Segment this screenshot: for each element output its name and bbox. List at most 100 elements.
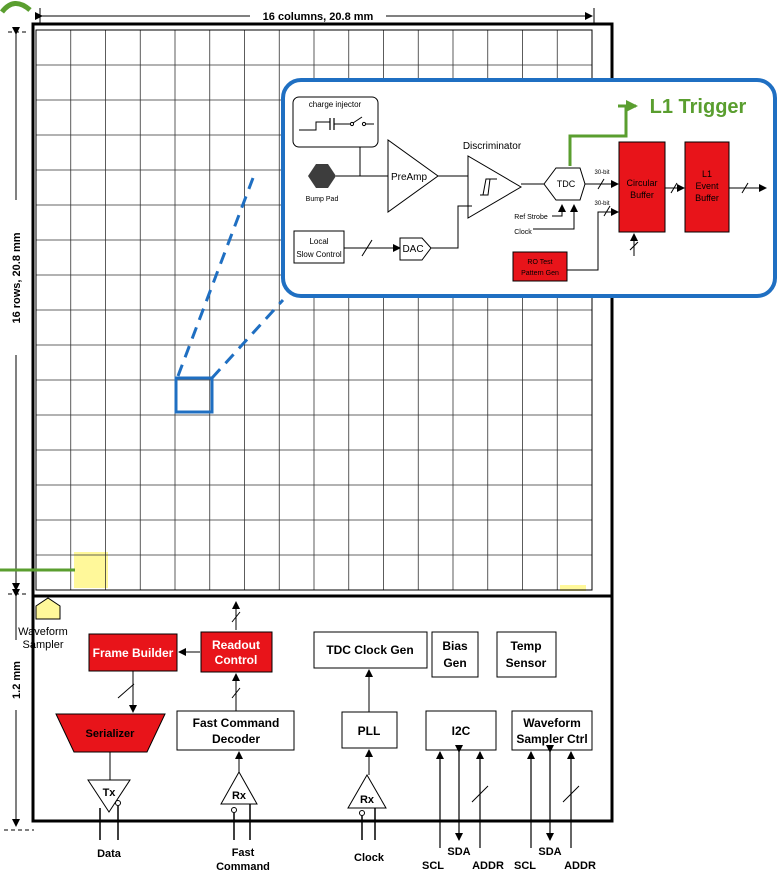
hysteresis-symbol [480,178,497,196]
tx-inverting-node [115,800,121,806]
preamp-label: PreAmp [391,172,428,183]
serializer-label: Serializer [86,728,136,740]
ref-strobe-wire [552,204,566,217]
scl1-io-label: SCL [422,860,444,872]
l1-event-buffer-box [684,141,730,233]
addr2-io-label: ADDR [564,860,596,872]
circular-buffer-label-2: Buffer [630,190,654,200]
highlight-pixel-yellow [74,552,108,588]
bus-slash [361,239,373,257]
switch-node-b [361,121,367,127]
periphery-height-label: 1.2 mm [11,661,23,699]
temp-sensor-label-2: Sensor [506,656,547,670]
tdc-clock-gen-label: TDC Clock Gen [326,643,413,657]
pixel-callout: charge injector Bump Pad PreAmp Discrimi… [281,78,777,298]
circular-buffer-box [618,141,666,233]
waveform-sampler-label-1: Waveform [18,626,68,638]
addr1-io-label: ADDR [472,860,504,872]
waveform-sampler-ctrl-box [511,710,593,751]
tdc-bus-slash [597,178,605,190]
bias-gen-label-1: Bias [442,639,468,653]
waveform-sampler-icon [35,597,61,620]
rx-fast-label: Rx [232,790,247,802]
test-bus-slash [603,205,611,217]
frame-serializer-slash [117,683,135,699]
clock-label: Clock [514,229,532,236]
bit30-b-label: 30-bit [594,201,609,207]
pll-label: PLL [358,724,381,738]
rows-label: 16 rows, 20.8 mm [11,232,23,323]
injector-switch [352,116,363,124]
bias-gen-box [431,631,479,678]
temp-sensor-box [496,631,557,678]
readout-control-label-1: Readout [212,638,260,652]
bit30-a-label: 30-bit [594,170,609,176]
wsc-addr-slash [562,785,580,803]
dac-shape [399,237,432,261]
local-slow-control-label-2: Slow Control [296,250,342,259]
switch-node-a [349,121,355,127]
tdc-label: TDC [557,179,576,189]
zoom-line-right [210,298,285,380]
tx-triangle [87,779,131,813]
charge-injector-box [292,96,379,148]
bump-pad-icon [308,164,336,188]
frame-builder-box [88,633,178,672]
bump-pad-label: Bump Pad [306,196,339,203]
ro-test-pattern-label-2: Pattern Gen [521,270,559,277]
selected-pixel [174,376,214,414]
discriminator-triangle [467,155,522,219]
fast-command-decoder-box [176,710,295,751]
columns-label: 16 columns, 20.8 mm [263,11,374,23]
sda1-io-label: SDA [447,846,470,858]
frame-builder-label: Frame Builder [93,646,174,660]
bias-gen-label-2: Gen [443,656,466,670]
fast-command-decoder-label-1: Fast Command [193,716,280,730]
dac-to-disc-wire [431,205,472,249]
serializer-shape [55,713,166,753]
l1-event-buffer-label-3: Buffer [695,193,719,203]
discriminator-label: Discriminator [463,141,522,152]
rx-clock-label: Rx [360,794,375,806]
dac-label: DAC [402,244,423,255]
readout-control-box [200,631,273,673]
local-slow-control-label-1: Local [309,237,328,246]
l1-output-slash [741,182,749,194]
l1-event-buffer-label-2: Event [695,181,719,191]
fast-command-io-label-1: Fast [232,847,255,859]
ro-test-pattern-label-1: RO Test [527,259,552,266]
clock-wire [533,204,578,230]
data-io-label: Data [97,848,122,860]
readout-control-label-2: Control [215,653,258,667]
waveform-sampler-ctrl-label-1: Waveform [523,716,581,730]
local-slow-control-box [293,230,345,264]
circular-buffer-label-1: Circular [626,178,657,188]
buffer-control-slash [629,241,639,251]
buffer-l1-slash [670,182,678,194]
test-to-buffer-bus [567,208,619,271]
top-decoration [0,1,32,14]
temp-sensor-label-1: Temp [510,639,541,653]
ro-test-pattern-box [512,251,568,282]
i2c-addr-slash [471,785,489,803]
l1-event-buffer-label-1: L1 [702,169,712,179]
clock-io-label: Clock [354,852,385,864]
tx-label: Tx [103,787,117,799]
preamp-triangle [387,139,439,213]
waveform-sampler-label-2: Sampler [23,639,64,651]
fast-command-decoder-label-2: Decoder [212,732,260,746]
highlight-pixel-yellow-right [560,585,586,591]
io-labels: Data Fast Command Clock SCL SDA ADDR SCL… [97,846,596,873]
decoder-readout-slash [231,687,241,699]
i2c-label: I2C [452,724,471,738]
rx-clock-triangle [347,773,387,809]
fast-command-io-label-2: Command [216,861,270,873]
readout-up-slash [231,611,241,623]
rx-fast-inverting-node [231,807,237,813]
tdc-clock-gen-box [313,631,428,669]
scl2-io-label: SCL [514,860,536,872]
pulse-waveform [299,121,330,131]
pll-box [341,711,398,749]
periphery: Waveform Sampler Frame Builder Readout C… [18,597,593,848]
